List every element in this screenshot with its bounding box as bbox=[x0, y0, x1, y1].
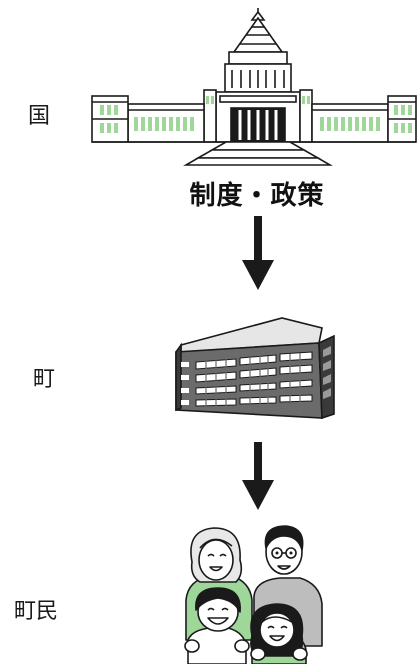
office-building-icon bbox=[175, 317, 335, 420]
arrow-down-2 bbox=[242, 442, 274, 510]
residents-label: 町民 bbox=[14, 599, 59, 624]
arrow-down-1 bbox=[242, 216, 274, 290]
country-label: 国 bbox=[28, 104, 51, 129]
policy-caption: 制度・政策 bbox=[189, 181, 325, 211]
parliament-building-icon bbox=[91, 8, 417, 166]
family-icon bbox=[184, 525, 323, 664]
town-label: 町 bbox=[33, 367, 56, 392]
